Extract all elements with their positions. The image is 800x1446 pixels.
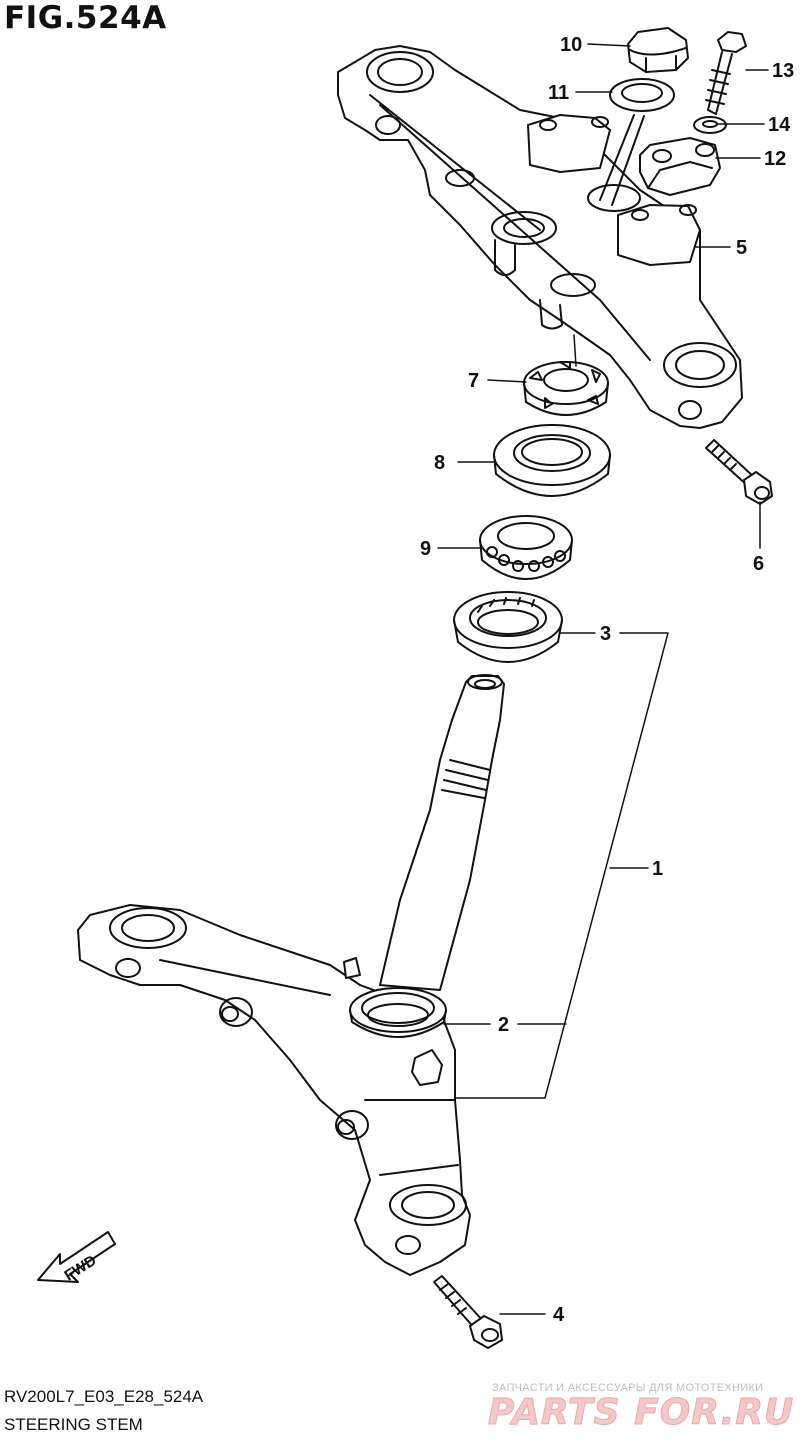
callout-9: 9 bbox=[420, 538, 431, 560]
callout-10: 10 bbox=[560, 34, 582, 56]
figure-title: FIG.524A bbox=[4, 0, 167, 36]
callout-7: 7 bbox=[468, 370, 479, 392]
callout-2: 2 bbox=[498, 1014, 509, 1036]
bearing-race-part-3 bbox=[453, 591, 563, 663]
washer-part-11 bbox=[599, 78, 675, 206]
bearing-part-9 bbox=[479, 515, 573, 580]
lock-washer-part-14 bbox=[693, 116, 727, 134]
figure-name: STEERING STEM bbox=[4, 1415, 143, 1434]
seal-ring-part-2 bbox=[367, 1003, 429, 1027]
callout-14: 14 bbox=[768, 114, 791, 136]
leader-lines bbox=[437, 43, 769, 1315]
callout-13: 13 bbox=[772, 60, 794, 82]
figure-code: RV200L7_E03_E28_524A bbox=[4, 1387, 204, 1406]
callout-4: 4 bbox=[553, 1304, 565, 1326]
handlebar-holder-part-12 bbox=[639, 137, 721, 196]
callout-12: 12 bbox=[764, 148, 786, 170]
bolt-part-4 bbox=[433, 1275, 503, 1349]
fwd-arrow-icon bbox=[37, 1231, 116, 1283]
callout-1: 1 bbox=[652, 858, 663, 880]
bolt-part-13 bbox=[705, 31, 747, 115]
steering-stem-nut-part-7 bbox=[523, 361, 609, 416]
dust-seal-part-8 bbox=[493, 424, 611, 497]
watermark-logo: PARTS FOR.RU bbox=[487, 1392, 795, 1434]
callout-5: 5 bbox=[736, 237, 747, 259]
callout-6: 6 bbox=[753, 553, 764, 575]
callout-11: 11 bbox=[548, 82, 569, 104]
steering-stem-part-1 bbox=[77, 674, 505, 1276]
watermark-tagline: ЗАПЧАСТИ И АКСЕССУАРЫ ДЛЯ МОТОТЕХНИКИ bbox=[492, 1382, 764, 1394]
callout-3: 3 bbox=[600, 623, 611, 645]
cap-nut-part-10 bbox=[627, 27, 689, 73]
callout-8: 8 bbox=[434, 452, 445, 474]
upper-bracket-part-5 bbox=[337, 45, 743, 429]
bolt-part-6 bbox=[705, 439, 773, 505]
